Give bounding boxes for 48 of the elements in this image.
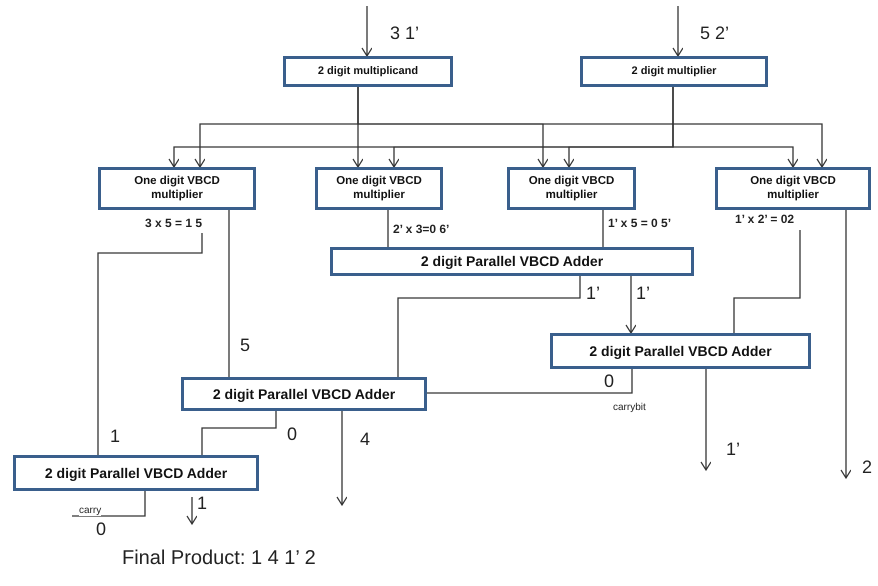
connector-line [427,369,633,394]
connector-line [72,491,146,517]
arrow [186,497,198,525]
edge-label: 5 [240,336,250,354]
edge-label: 1’ [636,284,650,302]
product-result: 3 x 5 = 1 5 [145,216,202,230]
multiplier-box: One digit VBCD multiplier [98,167,256,210]
result-text: Final Product: 1 4 1’ 2 [122,548,316,568]
edge-label: 2 [862,458,872,476]
digit-label: carrybit [613,403,646,413]
multiplier-box: One digit VBCD multiplier [715,167,871,210]
arrow [700,369,712,471]
edge-label: 1’ [726,440,740,458]
connector-line [602,210,604,247]
product-result: 1’ x 5 = 0 5’ [608,216,672,230]
connector-line [733,230,801,333]
arrow [840,210,852,479]
connector-line [228,210,230,377]
edge-label: 1’ [586,284,600,302]
arrow [361,6,373,57]
input-box: 2 digit multiplier [580,56,768,87]
connector-line [97,233,203,455]
adder-box: 2 digit Parallel VBCD Adder [550,333,811,369]
product-result: 2’ x 3=0 6’ [393,222,450,236]
edge-label: carry [79,506,102,516]
arrow [625,276,637,334]
product-result: 1’ x 2’ = 02 [735,212,794,226]
edge-label: 4 [360,430,370,448]
connector-line [201,411,277,455]
input-box: 2 digit multiplicand [283,56,453,87]
multiplier-box: One digit VBCD multiplier [507,167,636,210]
edge-label: 3 1’ [390,24,420,42]
arrow [357,87,828,168]
edge-label: 0 [287,425,298,443]
adder-box: 2 digit Parallel VBCD Adder [13,455,259,491]
arrow [672,6,684,57]
edge-label: 1 [110,427,120,445]
multiplier-box: One digit VBCD multiplier [315,167,443,210]
arrow [336,411,348,506]
adder-box: 2 digit Parallel VBCD Adder [330,247,694,276]
arrow [672,87,799,168]
digit-label: 0 [96,520,106,538]
edge-label: 5 2’ [700,24,730,42]
connector-line [387,210,389,247]
adder-box: 2 digit Parallel VBCD Adder [181,377,427,411]
edge-label: 0 [604,372,614,390]
connector-line [397,276,581,377]
edge-label: 1 [197,494,208,512]
